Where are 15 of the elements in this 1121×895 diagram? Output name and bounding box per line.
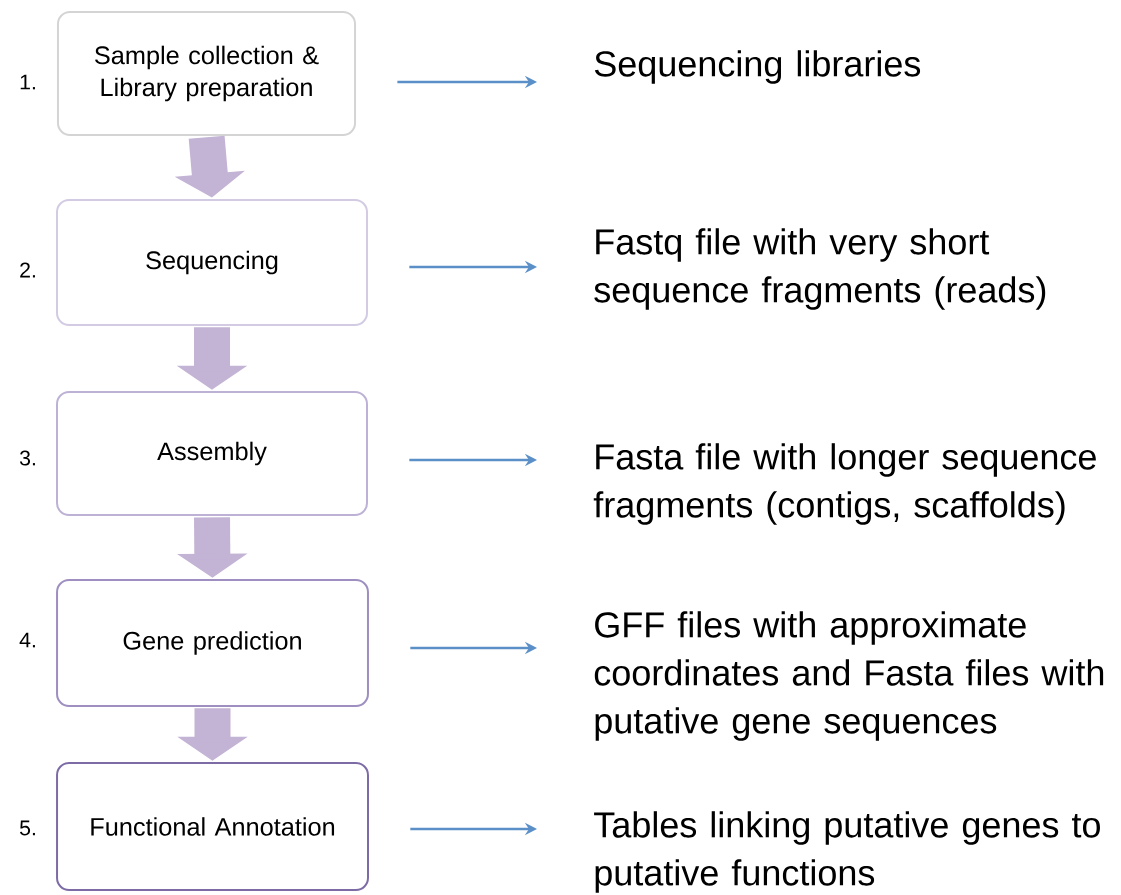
process-box: Assembly [56, 391, 368, 516]
output-text: Fasta file with longer sequence fragments (contigs, scaffolds) [593, 443, 1096, 525]
process-box: Gene prediction [56, 579, 369, 707]
process-box: Sequencing [56, 198, 368, 327]
step-number: 4. [19, 632, 35, 648]
step-number: 3. [19, 450, 35, 466]
step-number: 5. [19, 820, 35, 836]
step-number: 2. [20, 262, 35, 278]
output-text: GFF files with approximate coordinates and Fasta files with putative gene sequences [594, 611, 1104, 741]
output-text: Tables linking putative genes to putative functions [594, 811, 1100, 893]
process-box: Functional Annotation [56, 762, 369, 891]
output-text: Fastq file with very short sequence fragments (reads) [594, 228, 1046, 310]
output-text: Sequencing libraries [594, 50, 921, 84]
process-box: Sample collection & Library preparation [56, 11, 357, 136]
step-number: 1. [20, 74, 35, 90]
